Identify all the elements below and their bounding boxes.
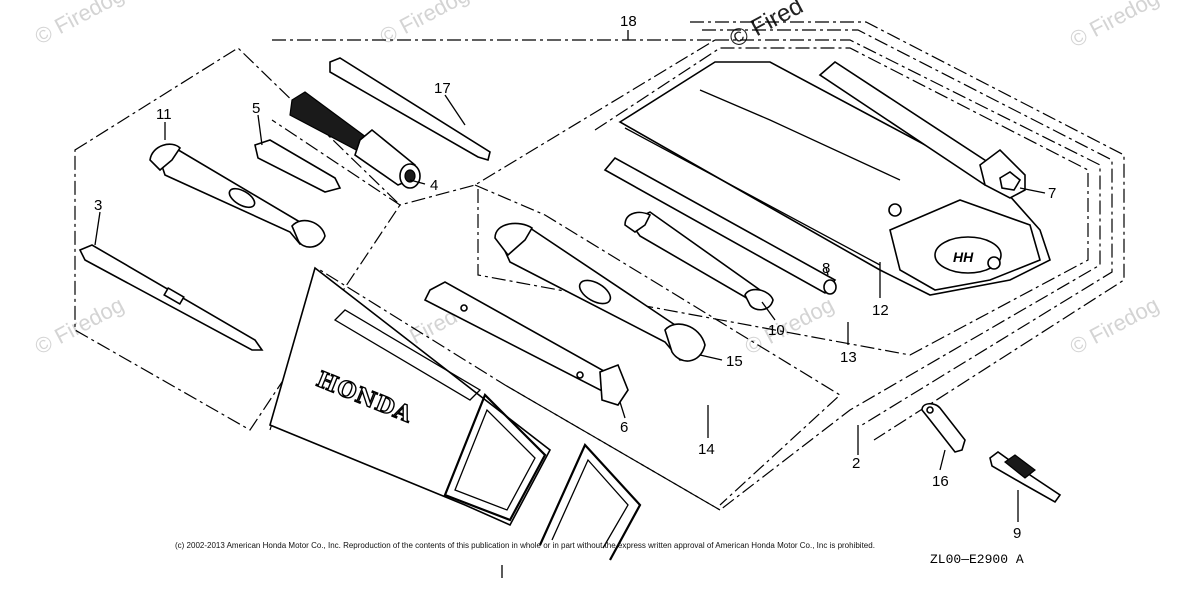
- copyright-notice: (c) 2002-2013 American Honda Motor Co., …: [175, 541, 875, 550]
- snap-button: [987, 256, 1001, 270]
- boundary-17: [271, 39, 718, 206]
- screwdriver-handle-4: [289, 91, 421, 189]
- callout-10: 10: [768, 322, 785, 339]
- screwdriver-shaft-18: [329, 57, 491, 162]
- callout-15: 15: [726, 353, 743, 370]
- callout-17: 18: [620, 13, 637, 30]
- case-end-cap: [538, 443, 642, 561]
- callout-8: 8: [822, 260, 830, 277]
- callout-14: 14: [698, 441, 715, 458]
- screwdriver-blade-5: [254, 139, 342, 193]
- case-body: [269, 266, 552, 527]
- callout-13: 13: [840, 349, 857, 366]
- wrench-15: [494, 222, 706, 362]
- svg-text:HH: HH: [953, 249, 974, 265]
- callout-16: 16: [932, 473, 949, 490]
- boundary-2-outer: [504, 39, 1101, 511]
- boundary-13: [477, 47, 1089, 356]
- watermark: © Firedog: [31, 292, 128, 360]
- callout-7: 7: [1048, 185, 1056, 202]
- assembly-boundaries: [74, 21, 1125, 511]
- watermark-dark: © Fired: [725, 0, 807, 53]
- tool-roll-bag: HH: [618, 61, 1051, 296]
- box-wrench-6: [423, 281, 629, 406]
- tool-roll-logo: [934, 236, 1002, 274]
- callout-11: 11: [156, 106, 172, 123]
- watermark: © Firedog: [376, 0, 473, 49]
- callout-5: 5: [252, 100, 260, 117]
- callout-9: 9: [1013, 525, 1021, 542]
- callout-12: 12: [872, 302, 889, 319]
- terminal-16: [921, 402, 966, 453]
- watermark: © Firedog: [1066, 292, 1163, 360]
- callout-2: 2: [852, 455, 860, 472]
- boundary-2-outer2: [702, 29, 1113, 426]
- case-side-panel: [443, 393, 547, 522]
- leader-lines: [94, 30, 1046, 578]
- watermark: © Firedog: [1066, 0, 1163, 52]
- screwdriver-3: [78, 244, 264, 351]
- boundary-14: [474, 184, 841, 506]
- wrench-10: [624, 211, 774, 311]
- callout-6: 6: [620, 419, 628, 436]
- diagram-code: ZL00—E2900 A: [930, 552, 1024, 567]
- box-wrench-handle-7: [818, 60, 1026, 199]
- callout-18: 17: [434, 80, 451, 97]
- snap-stud: [888, 203, 902, 217]
- wrench-11: [149, 143, 326, 248]
- callout-3: 3: [94, 197, 102, 214]
- tool-case: HONDA: [269, 266, 642, 561]
- case-slot: [333, 309, 482, 401]
- callout-4: 4: [430, 177, 438, 194]
- watermark: © Firedog: [31, 0, 128, 49]
- callout-labels: 18 17 5 11 3 4 7 8 12 10 13 15 6 14 2 16…: [94, 13, 1056, 542]
- spark-plug-9: [989, 451, 1062, 504]
- pin-bar-8: [603, 156, 837, 295]
